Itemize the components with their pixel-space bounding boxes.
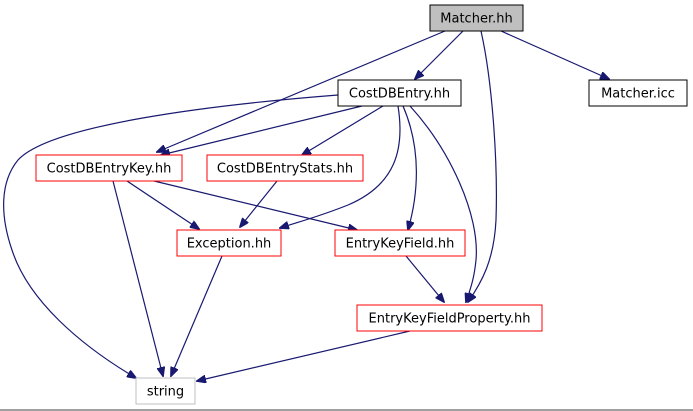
edge-costdbentrystats-hh-to-exception-hh	[240, 180, 278, 227]
edge-entrykeyfield-hh-to-entrykeyfieldproperty-hh	[405, 255, 444, 302]
edge-costdbentrykey-hh-to-exception-hh	[126, 180, 199, 229]
node-label-matcher-icc: Matcher.icc	[601, 87, 675, 102]
edge-costdbentry-hh-to-costdbentrystats-hh	[302, 105, 384, 155]
node-label-costdbentrykey-hh: CostDBEntryKey.hh	[47, 162, 172, 177]
node-label-matcher-hh: Matcher.hh	[440, 12, 512, 27]
node-label-costdbentry-hh: CostDBEntry.hh	[349, 87, 450, 102]
node-costdbentry-hh[interactable]: CostDBEntry.hh	[337, 79, 462, 107]
edge-costdbentrykey-hh-to-string	[112, 180, 163, 376]
edge-entrykeyfieldproperty-hh-to-string	[197, 330, 411, 381]
node-matcher-icc[interactable]: Matcher.icc	[588, 79, 688, 107]
edge-costdbentry-hh-to-costdbentrykey-hh	[161, 105, 363, 155]
edge-costdbentrykey-hh-to-entrykeyfield-hh	[153, 180, 357, 230]
edge-matcher-hh-to-costdbentry-hh	[415, 30, 464, 79]
edge-costdbentry-hh-to-entrykeyfieldproperty-hh	[409, 105, 477, 302]
node-label-entrykeyfield-hh: EntryKeyField.hh	[346, 237, 455, 252]
edge-costdbentry-hh-to-entrykeyfield-hh	[402, 105, 417, 230]
node-label-entrykeyfieldproperty-hh: EntryKeyFieldProperty.hh	[369, 312, 531, 327]
node-layer: Matcher.hh CostDBEntry.hh Matcher.icc Co…	[35, 4, 688, 405]
node-entrykeyfieldproperty-hh[interactable]: EntryKeyFieldProperty.hh	[356, 304, 543, 332]
edge-matcher-hh-to-matcher-icc	[500, 30, 609, 79]
edge-layer	[3, 30, 609, 381]
node-matcher-hh[interactable]: Matcher.hh	[429, 4, 524, 32]
node-label-exception-hh: Exception.hh	[187, 237, 272, 252]
bottom-divider	[0, 409, 693, 411]
node-costdbentrystats-hh[interactable]: CostDBEntryStats.hh	[206, 154, 364, 182]
edge-costdbentry-hh-to-exception-hh	[280, 105, 401, 228]
edge-matcher-hh-to-costdbentrykey-hh	[157, 30, 446, 152]
edge-costdbentry-hh-to-string	[3, 94, 339, 378]
node-entrykeyfield-hh[interactable]: EntryKeyField.hh	[334, 229, 466, 257]
node-label-string: string	[147, 385, 184, 400]
edge-exception-hh-to-string	[171, 255, 223, 376]
node-costdbentrykey-hh[interactable]: CostDBEntryKey.hh	[35, 154, 183, 182]
edge-matcher-hh-to-entrykeyfieldproperty-hh	[468, 30, 497, 302]
node-exception-hh[interactable]: Exception.hh	[176, 229, 282, 257]
node-label-costdbentrystats-hh: CostDBEntryStats.hh	[217, 162, 353, 177]
node-string: string	[135, 377, 196, 405]
